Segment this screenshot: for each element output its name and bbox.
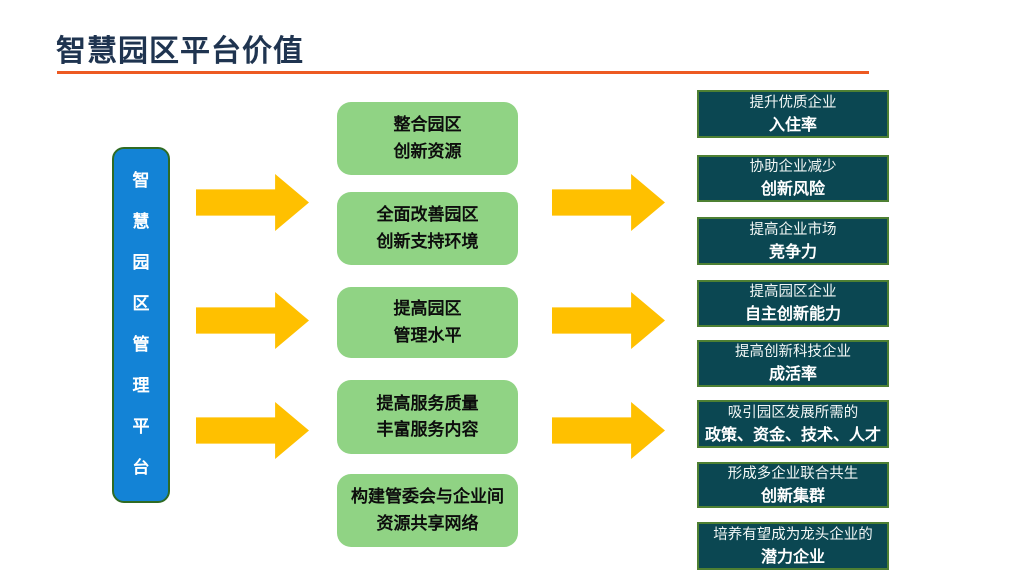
outcome-line2: 政策、资金、技术、人才 <box>704 424 881 444</box>
outcome-box: 培养有望成为龙头企业的 潜力企业 <box>697 522 889 570</box>
right-arrow-icon <box>552 174 665 231</box>
outcome-line2: 自主创新能力 <box>744 304 841 324</box>
platform-char: 慧 <box>132 212 150 232</box>
outcome-line2: 潜力企业 <box>760 546 825 566</box>
title-underline <box>57 71 869 74</box>
middle-box-line: 整合园区 <box>393 115 462 136</box>
middle-box-line: 丰富服务内容 <box>376 420 479 440</box>
outcome-line1: 吸引园区发展所需的 <box>727 404 859 421</box>
right-arrow-icon <box>196 292 309 349</box>
middle-box-line: 构建管委会与企业间 <box>351 487 504 508</box>
middle-box-line: 创新资源 <box>393 141 462 162</box>
platform-char: 智 <box>132 171 150 191</box>
outcome-line2: 创新集群 <box>760 485 825 505</box>
outcome-box: 提高园区企业 自主创新能力 <box>697 280 889 327</box>
outcome-line1: 培养有望成为龙头企业的 <box>713 526 873 543</box>
outcome-box: 提高创新科技企业 成活率 <box>697 340 889 387</box>
middle-value-box: 提高园区 管理水平 <box>337 287 518 358</box>
platform-char: 园 <box>132 253 150 273</box>
middle-box-line: 提高服务质量 <box>376 393 479 414</box>
outcome-line1: 形成多企业联合共生 <box>727 465 859 482</box>
middle-box-line: 管理水平 <box>393 325 462 346</box>
outcome-line1: 提高创新科技企业 <box>735 344 851 361</box>
platform-char: 区 <box>132 294 150 314</box>
middle-box-line: 全面改善园区 <box>376 205 479 226</box>
outcome-line2: 创新风险 <box>760 179 825 199</box>
platform-char: 理 <box>132 376 150 396</box>
outcome-line1: 提高园区企业 <box>749 284 837 301</box>
platform-char: 台 <box>132 458 150 478</box>
outcome-box: 提高企业市场 竞争力 <box>697 217 889 265</box>
right-arrow-icon <box>196 174 309 231</box>
outcome-box: 吸引园区发展所需的 政策、资金、技术、人才 <box>697 400 889 448</box>
outcome-box: 形成多企业联合共生 创新集群 <box>697 462 889 508</box>
outcome-line2: 成活率 <box>768 364 817 384</box>
middle-value-box: 全面改善园区 创新支持环境 <box>337 192 518 265</box>
outcome-line1: 提高企业市场 <box>749 221 837 238</box>
platform-vertical-box: 智 慧 园 区 管 理 平 台 <box>112 147 170 503</box>
middle-value-box: 构建管委会与企业间 资源共享网络 <box>337 474 518 547</box>
platform-char: 管 <box>132 335 150 355</box>
outcome-box: 提升优质企业 入住率 <box>697 90 889 138</box>
right-arrow-icon <box>196 402 309 459</box>
outcome-line1: 协助企业减少 <box>749 159 837 176</box>
right-arrow-icon <box>552 292 665 349</box>
outcome-line2: 竞争力 <box>768 241 817 261</box>
outcome-line2: 入住率 <box>768 114 817 134</box>
middle-value-box: 整合园区 创新资源 <box>337 102 518 175</box>
right-arrow-icon <box>552 402 665 459</box>
middle-box-line: 提高园区 <box>393 299 462 320</box>
outcome-line1: 提升优质企业 <box>749 94 837 111</box>
platform-char: 平 <box>132 417 150 437</box>
middle-box-line: 创新支持环境 <box>376 231 479 252</box>
page-title: 智慧园区平台价值 <box>56 34 304 69</box>
outcome-box: 协助企业减少 创新风险 <box>697 155 889 202</box>
middle-value-box: 提高服务质量 丰富服务内容 <box>337 380 518 454</box>
middle-box-line: 资源共享网络 <box>376 513 479 534</box>
